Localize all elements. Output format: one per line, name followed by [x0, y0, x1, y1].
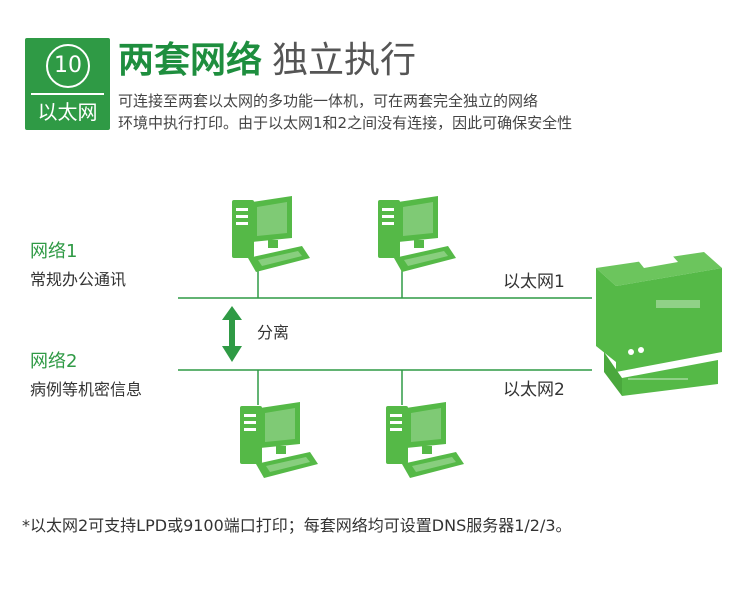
ethernet-1-label: 以太网1 — [503, 272, 565, 292]
network-2-desc: 病例等机密信息 — [30, 380, 143, 399]
network-1-desc: 常规办公通讯 — [30, 270, 127, 289]
description-line-1: 可连接至两套以太网的多功能一体机，可在两套完全独立的网络 — [118, 92, 539, 110]
footnote: *以太网2可支持LPD或9100端口打印；每套网络均可设置DNS服务器1/2/3… — [22, 516, 572, 535]
network-2-name: 网络2 — [30, 351, 78, 372]
double-arrow-icon — [222, 306, 242, 362]
ethernet-2-label: 以太网2 — [503, 380, 565, 400]
badge-label: 以太网 — [37, 100, 98, 124]
page-title: 两套网络独立执行 — [118, 36, 416, 86]
network-1-name: 网络1 — [30, 241, 78, 262]
desktop-computer-icon — [386, 402, 464, 478]
multifunction-printer-icon — [596, 252, 722, 396]
separation-label: 分离 — [257, 323, 290, 342]
badge-number: 10 — [46, 44, 90, 88]
desktop-computer-icon — [240, 402, 318, 478]
desktop-computer-icon — [232, 196, 310, 272]
desktop-computer-icon — [378, 196, 456, 272]
badge-divider — [31, 93, 104, 95]
description-line-2: 环境中执行打印。由于以太网1和2之间没有连接，因此可确保安全性 — [118, 114, 573, 132]
title-bold: 两套网络 — [118, 40, 263, 81]
title-light: 独立执行 — [272, 40, 417, 81]
section-badge: 10 以太网 — [25, 38, 110, 130]
description: 可连接至两套以太网的多功能一体机，可在两套完全独立的网络 环境中执行打印。由于以… — [118, 90, 728, 134]
